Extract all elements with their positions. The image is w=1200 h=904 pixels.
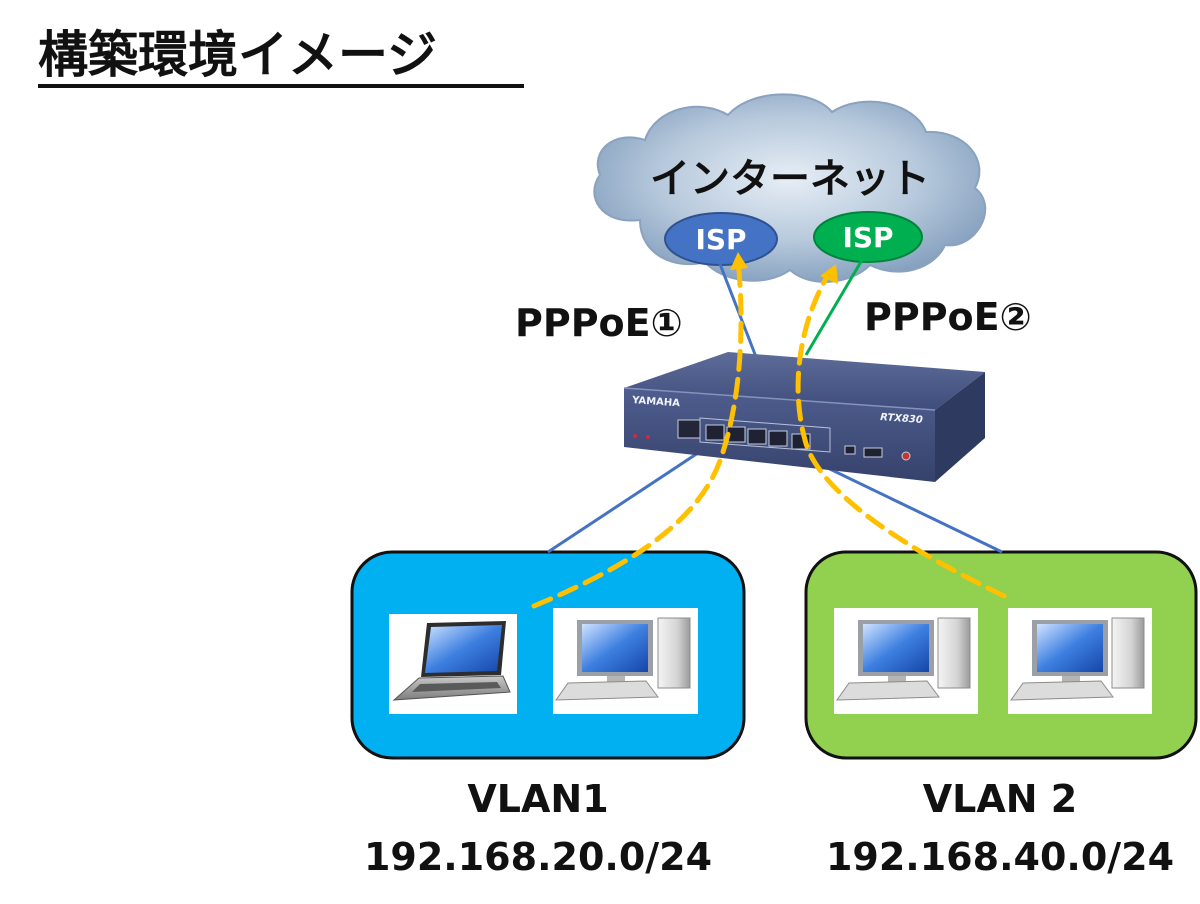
vlan2-name: VLAN 2: [923, 777, 1078, 821]
isp2-router-link: [804, 259, 864, 356]
router-vlan1-link: [547, 443, 711, 554]
isp-2-node: ISP: [813, 211, 923, 263]
vlan2-subnet: 192.168.40.0/24: [826, 835, 1174, 879]
pppoe-2-label: PPPoE②: [864, 295, 1032, 339]
vlan2-traffic-arrowhead: [820, 264, 838, 284]
desktop-pc-icon: [834, 608, 978, 714]
isp-1-node: ISP: [664, 212, 778, 266]
vlan1-name: VLAN1: [467, 777, 608, 821]
rtx830-router: YAMAHA RTX830: [623, 352, 985, 482]
vlan1-traffic-arrowhead: [730, 252, 748, 270]
internet-cloud-icon: インターネット: [593, 93, 987, 283]
title-underline: [38, 84, 524, 88]
internet-label: インターネット: [650, 156, 930, 202]
pppoe-1-label: PPPoE①: [515, 301, 683, 345]
router-model: RTX830: [880, 412, 923, 426]
laptop-icon: [389, 614, 517, 714]
router-brand: YAMAHA: [631, 395, 681, 409]
vlan2-traffic-path: [795, 269, 1007, 599]
vlan1-subnet: 192.168.20.0/24: [364, 835, 712, 879]
isp-2-label: ISP: [842, 221, 893, 254]
isp-1-label: ISP: [695, 223, 746, 256]
vlan1-traffic-path: [531, 257, 744, 609]
desktop-pc-icon: [553, 608, 698, 714]
page-title: 構築環境イメージ: [38, 26, 437, 84]
desktop-pc-icon: [1008, 608, 1152, 714]
